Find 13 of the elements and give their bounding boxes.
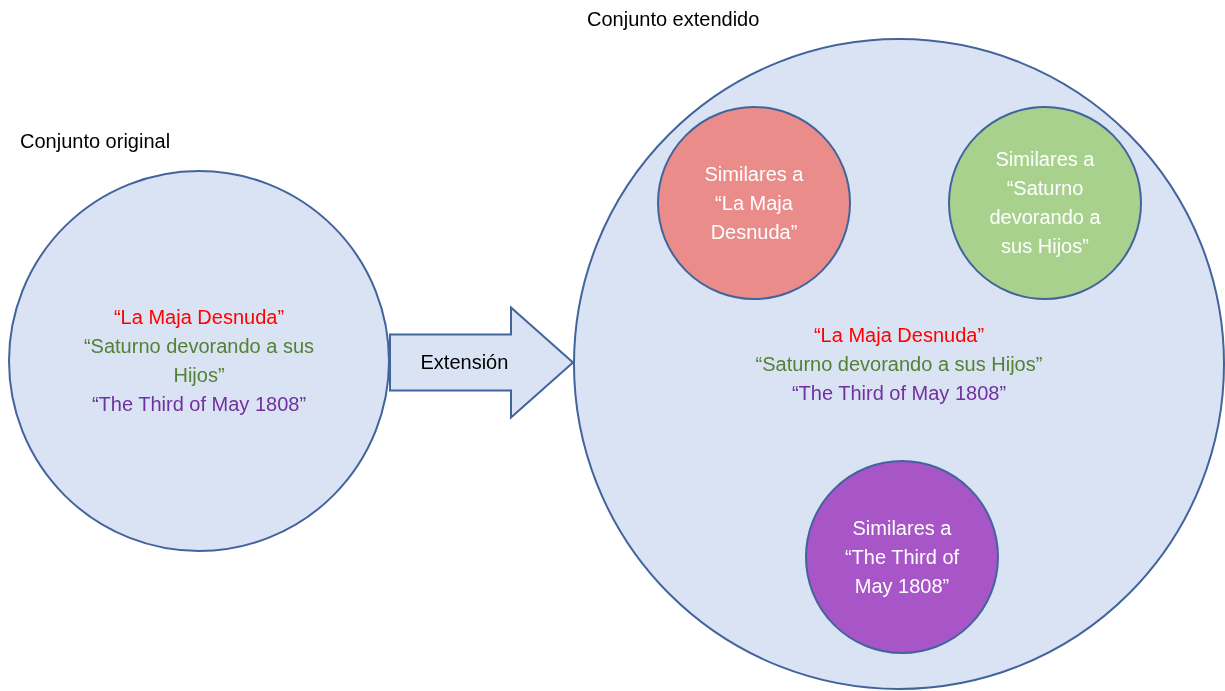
item-title: “La Maja Desnuda” — [112, 305, 286, 330]
item-title: “La Maja Desnuda” — [812, 322, 986, 348]
edge-label: Extensión — [420, 351, 509, 374]
item-title: “Saturno devorando a sus Hijos” — [82, 334, 316, 388]
item-title: “Saturno devorando a sus Hijos” — [754, 351, 1044, 377]
item-title: Similares a “The Third of May 1808” — [843, 515, 961, 599]
block-arrow — [389, 305, 575, 420]
set-heading: Conjunto original — [20, 130, 171, 153]
item-title: Similares a “La Maja Desnuda” — [703, 161, 805, 245]
item-title: “The Third of May 1808” — [790, 380, 1008, 406]
item-title: Similares a “Saturno devorando a sus Hijos” — [988, 147, 1102, 259]
item-title: “The Third of May 1808” — [90, 392, 308, 417]
set-heading: Conjunto extendido — [587, 8, 760, 31]
